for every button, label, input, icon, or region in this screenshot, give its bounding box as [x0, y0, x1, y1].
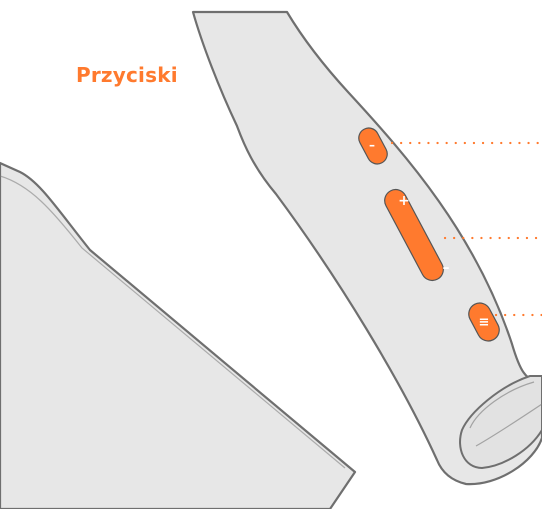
device-outline: [191, 10, 542, 486]
menu-button[interactable]: ≡: [465, 299, 503, 345]
device-end-cap: [459, 375, 542, 469]
left-object: [0, 161, 357, 509]
volume-down-symbol[interactable]: –: [443, 260, 450, 276]
callout-lines: [390, 141, 542, 317]
left-object-body: [0, 161, 357, 509]
menu-button-symbol: ≡: [479, 315, 490, 330]
left-object-edge-line: [0, 175, 346, 469]
device-body: [191, 10, 542, 486]
volume-rocker[interactable]: + –: [381, 186, 450, 285]
single-button-symbol: –: [369, 138, 375, 152]
single-button[interactable]: –: [355, 125, 390, 168]
device-end-cap-inner: [469, 381, 542, 447]
page-title: Przyciski: [76, 63, 178, 87]
volume-up-symbol[interactable]: +: [398, 193, 410, 209]
